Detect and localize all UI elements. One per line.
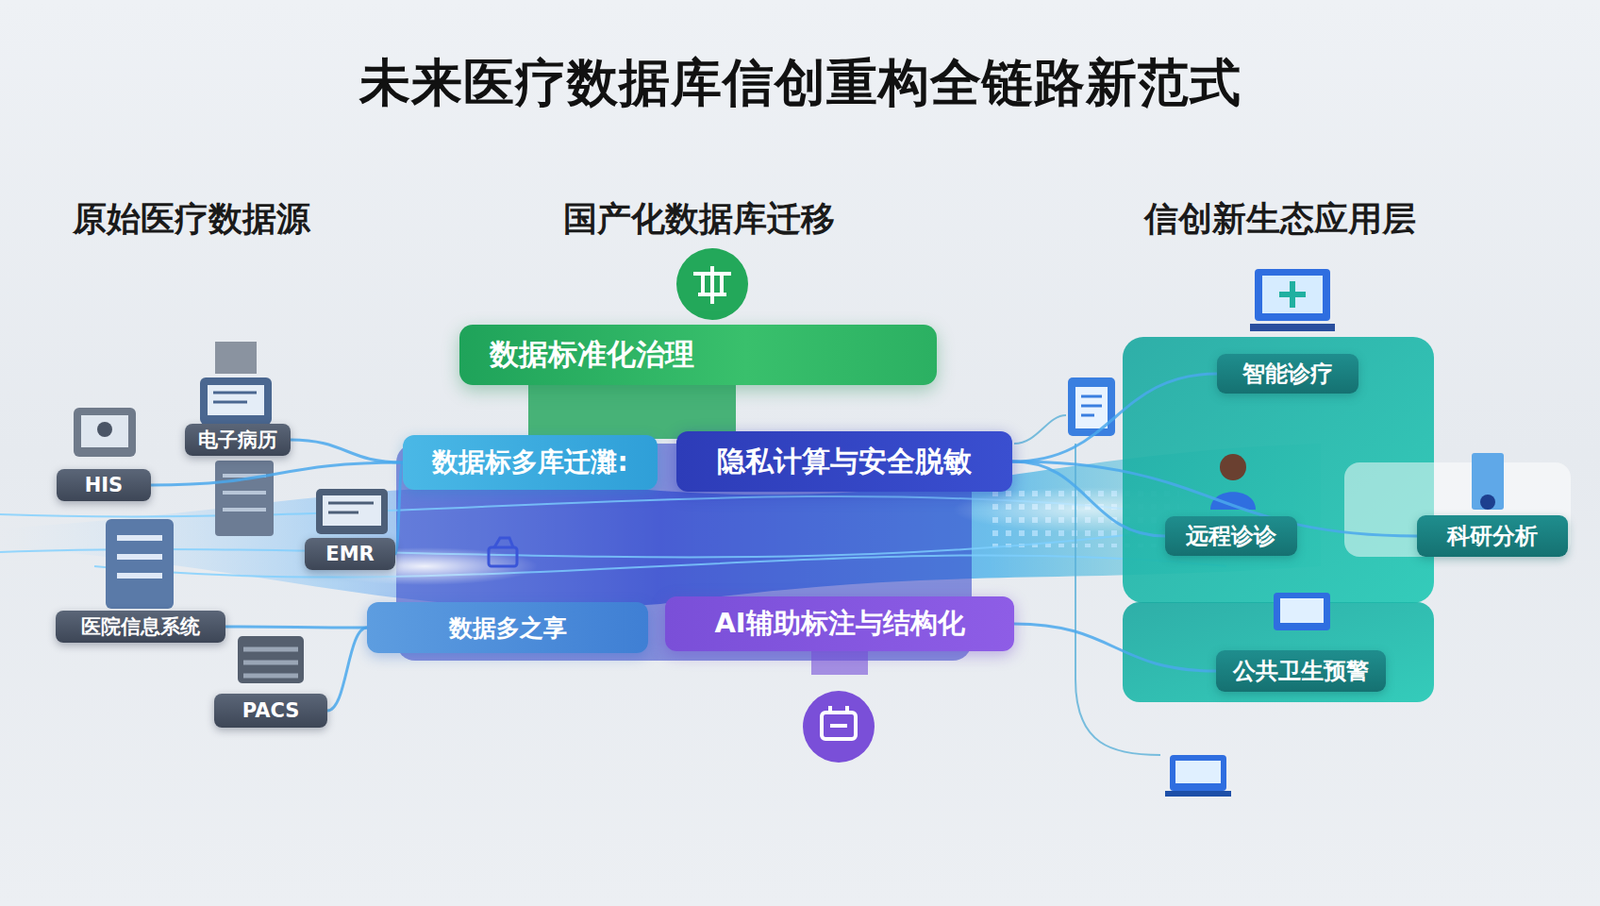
node-label: 远程诊诊 <box>1185 520 1277 551</box>
node-box: 隐私计算与安全脱敏 <box>676 431 1013 492</box>
flow-connector <box>395 462 403 554</box>
node-box: 数据多之享 <box>366 601 649 653</box>
flow-connector <box>150 462 403 485</box>
node-label: 数据多之享 <box>449 612 567 644</box>
flow-connector <box>1012 373 1217 462</box>
node-box: EMR <box>304 537 396 570</box>
node-label: HIS <box>84 473 124 497</box>
node-label: AI辅助标注与结构化 <box>714 604 965 643</box>
node-box: 智能诊疗 <box>1216 353 1359 394</box>
node-box: HIS <box>56 468 151 501</box>
node-box: 电子病历 <box>184 423 291 456</box>
flow-connector <box>225 626 367 628</box>
flow-connector <box>1014 623 1217 671</box>
diagram-title: 未来医疗数据库信创重构全链路新范式 <box>0 49 1600 118</box>
node-box: AI辅助标注与结构化 <box>665 596 1015 651</box>
node-box: 数据标准化治理 <box>459 324 937 385</box>
node-box: 远程诊诊 <box>1165 516 1298 556</box>
column-heading: 原始医疗数据源 <box>72 196 311 243</box>
node-label: 医院信息系统 <box>81 613 200 640</box>
node-label: 科研分析 <box>1447 520 1538 551</box>
node-box: 医院信息系统 <box>55 610 226 643</box>
node-box: 数据标多库迁灘: <box>402 434 658 490</box>
node-label: 数据标准化治理 <box>489 334 695 375</box>
node-label: 公共卫生预警 <box>1233 655 1369 686</box>
node-box: 科研分析 <box>1416 515 1568 557</box>
flow-connector <box>1012 461 1166 536</box>
node-label: 电子病历 <box>198 426 278 453</box>
column-heading: 国产化数据库迁移 <box>563 196 835 243</box>
flow-connector <box>290 439 403 463</box>
node-box: PACS <box>214 693 328 728</box>
node-box: 公共卫生预警 <box>1216 650 1386 692</box>
node-label: 智能诊疗 <box>1242 358 1334 389</box>
flow-connector <box>327 627 367 711</box>
node-label: 数据标多库迁灘: <box>432 444 628 481</box>
node-label: PACS <box>242 699 300 722</box>
node-label: 隐私计算与安全脱敏 <box>716 442 972 482</box>
column-heading: 信创新生态应用层 <box>1144 196 1417 243</box>
node-label: EMR <box>325 542 374 566</box>
